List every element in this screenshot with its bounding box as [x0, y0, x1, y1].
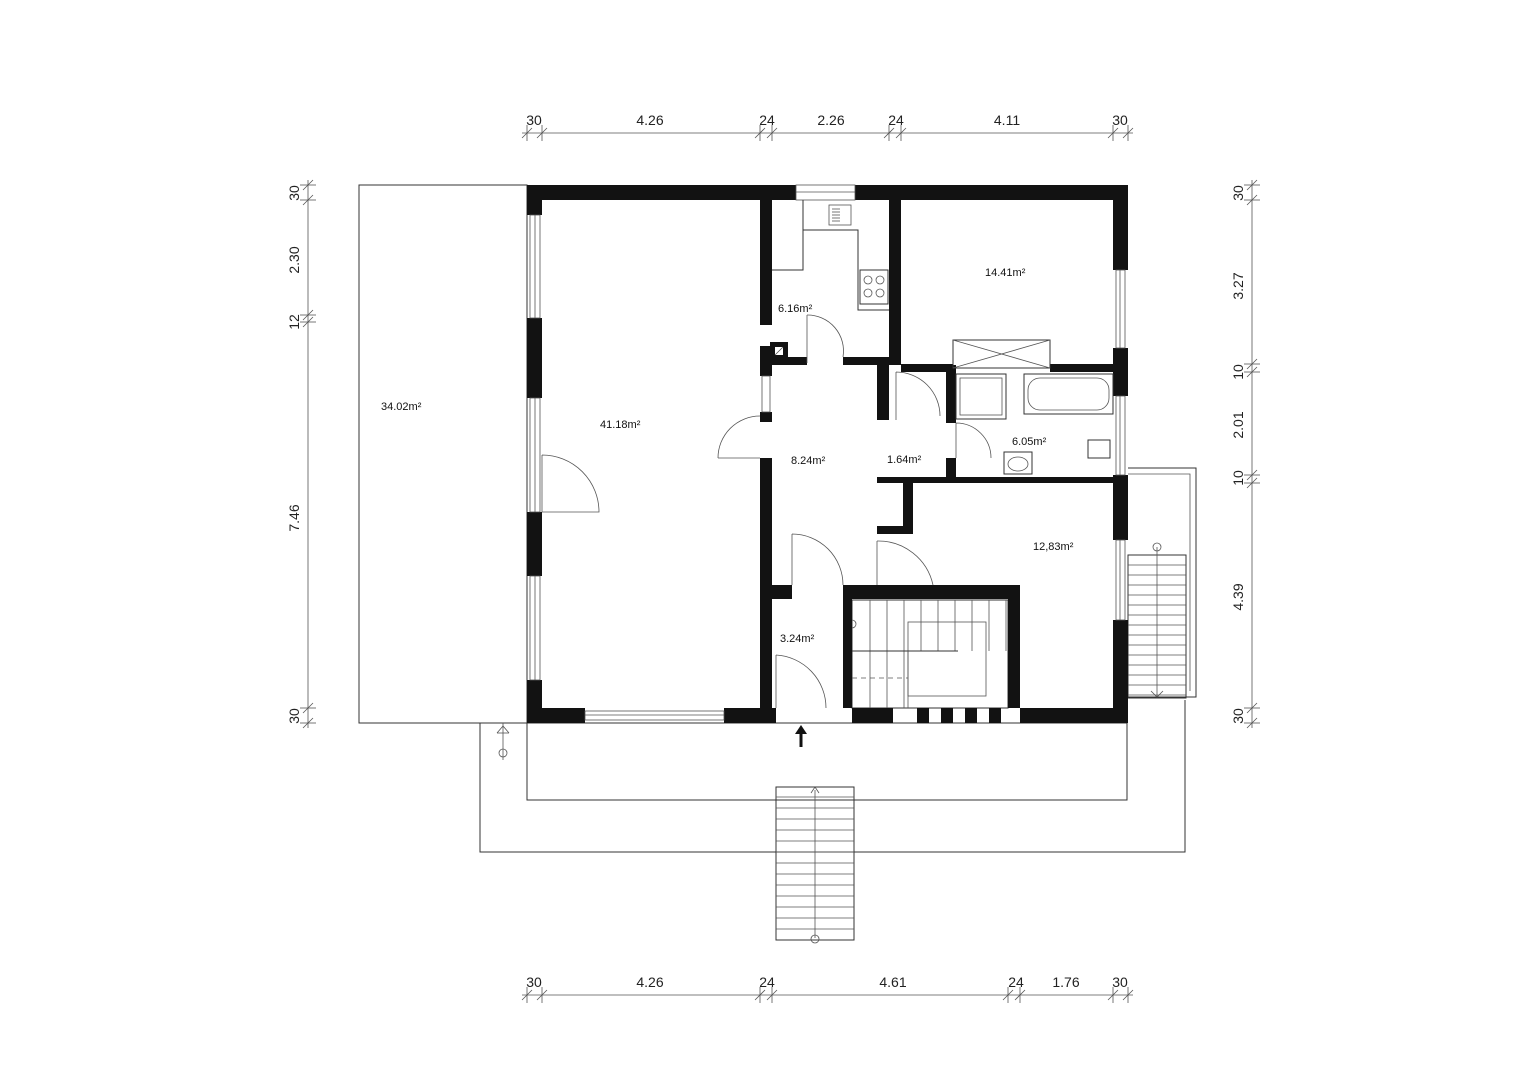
side-steps-left	[496, 723, 510, 760]
dim-top-4: 24	[888, 112, 904, 128]
dim-left-4: 30	[286, 708, 302, 724]
corridor-area: 1.64m²	[887, 454, 922, 466]
bedroom-closet	[952, 339, 1051, 369]
kitchen-area: 6.16m²	[778, 303, 813, 315]
doors	[541, 314, 992, 709]
bedroom-bottom-area: 12,83m²	[1033, 541, 1074, 553]
windows	[529, 184, 1126, 721]
dim-top-5: 4.11	[994, 112, 1020, 128]
living-room-area: 41.18m²	[600, 419, 641, 431]
dim-left-1: 2.30	[286, 246, 302, 273]
entrance-arrow-icon	[795, 725, 807, 747]
shaft-mark	[774, 346, 784, 356]
dim-top-2: 24	[759, 112, 775, 128]
dim-top-3: 2.26	[817, 112, 844, 128]
interior-stairs	[847, 599, 1009, 709]
dimension-right: 30 3.27 10 2.01 10 4.39 30	[1230, 179, 1260, 729]
dim-bottom-1: 4.26	[636, 974, 663, 990]
dim-left-0: 30	[286, 185, 302, 201]
dim-bottom-4: 24	[1008, 974, 1024, 990]
walls	[527, 185, 1128, 723]
entry-area: 3.24m²	[780, 633, 815, 645]
side-stairs-right	[1127, 467, 1197, 699]
dim-right-3: 2.01	[1230, 411, 1246, 438]
dim-top-0: 30	[526, 112, 542, 128]
bathroom-area: 6.05m²	[1012, 436, 1047, 448]
kitchen-fixtures	[772, 200, 889, 311]
terrace-area: 34.02m²	[381, 401, 422, 413]
dim-bottom-5: 1.76	[1052, 974, 1079, 990]
front-stairs	[775, 786, 855, 944]
dim-bottom-2: 24	[759, 974, 775, 990]
dim-right-0: 30	[1230, 185, 1246, 201]
dim-right-1: 3.27	[1230, 272, 1246, 299]
dim-right-2: 10	[1230, 364, 1246, 380]
dim-bottom-3: 4.61	[879, 974, 906, 990]
hall-area: 8.24m²	[791, 455, 826, 467]
dim-bottom-0: 30	[526, 974, 542, 990]
bathroom-fixtures	[955, 373, 1114, 475]
bedroom-top-area: 14.41m²	[985, 267, 1026, 279]
dim-right-4: 10	[1230, 470, 1246, 486]
dim-left-2: 12	[286, 314, 302, 330]
dim-right-6: 30	[1230, 708, 1246, 724]
dim-top-6: 30	[1112, 112, 1128, 128]
dimension-bottom: 30 4.26 24 4.61 24 1.76 30	[521, 974, 1134, 1003]
dimension-top: 30 4.26 24 2.26 24 4.11 30	[521, 112, 1134, 141]
dim-bottom-6: 30	[1112, 974, 1128, 990]
dim-left-3: 7.46	[286, 504, 302, 531]
dimension-left: 30 2.30 12 7.46 30	[286, 179, 316, 729]
dim-top-1: 4.26	[636, 112, 663, 128]
dim-right-5: 4.39	[1230, 583, 1246, 610]
